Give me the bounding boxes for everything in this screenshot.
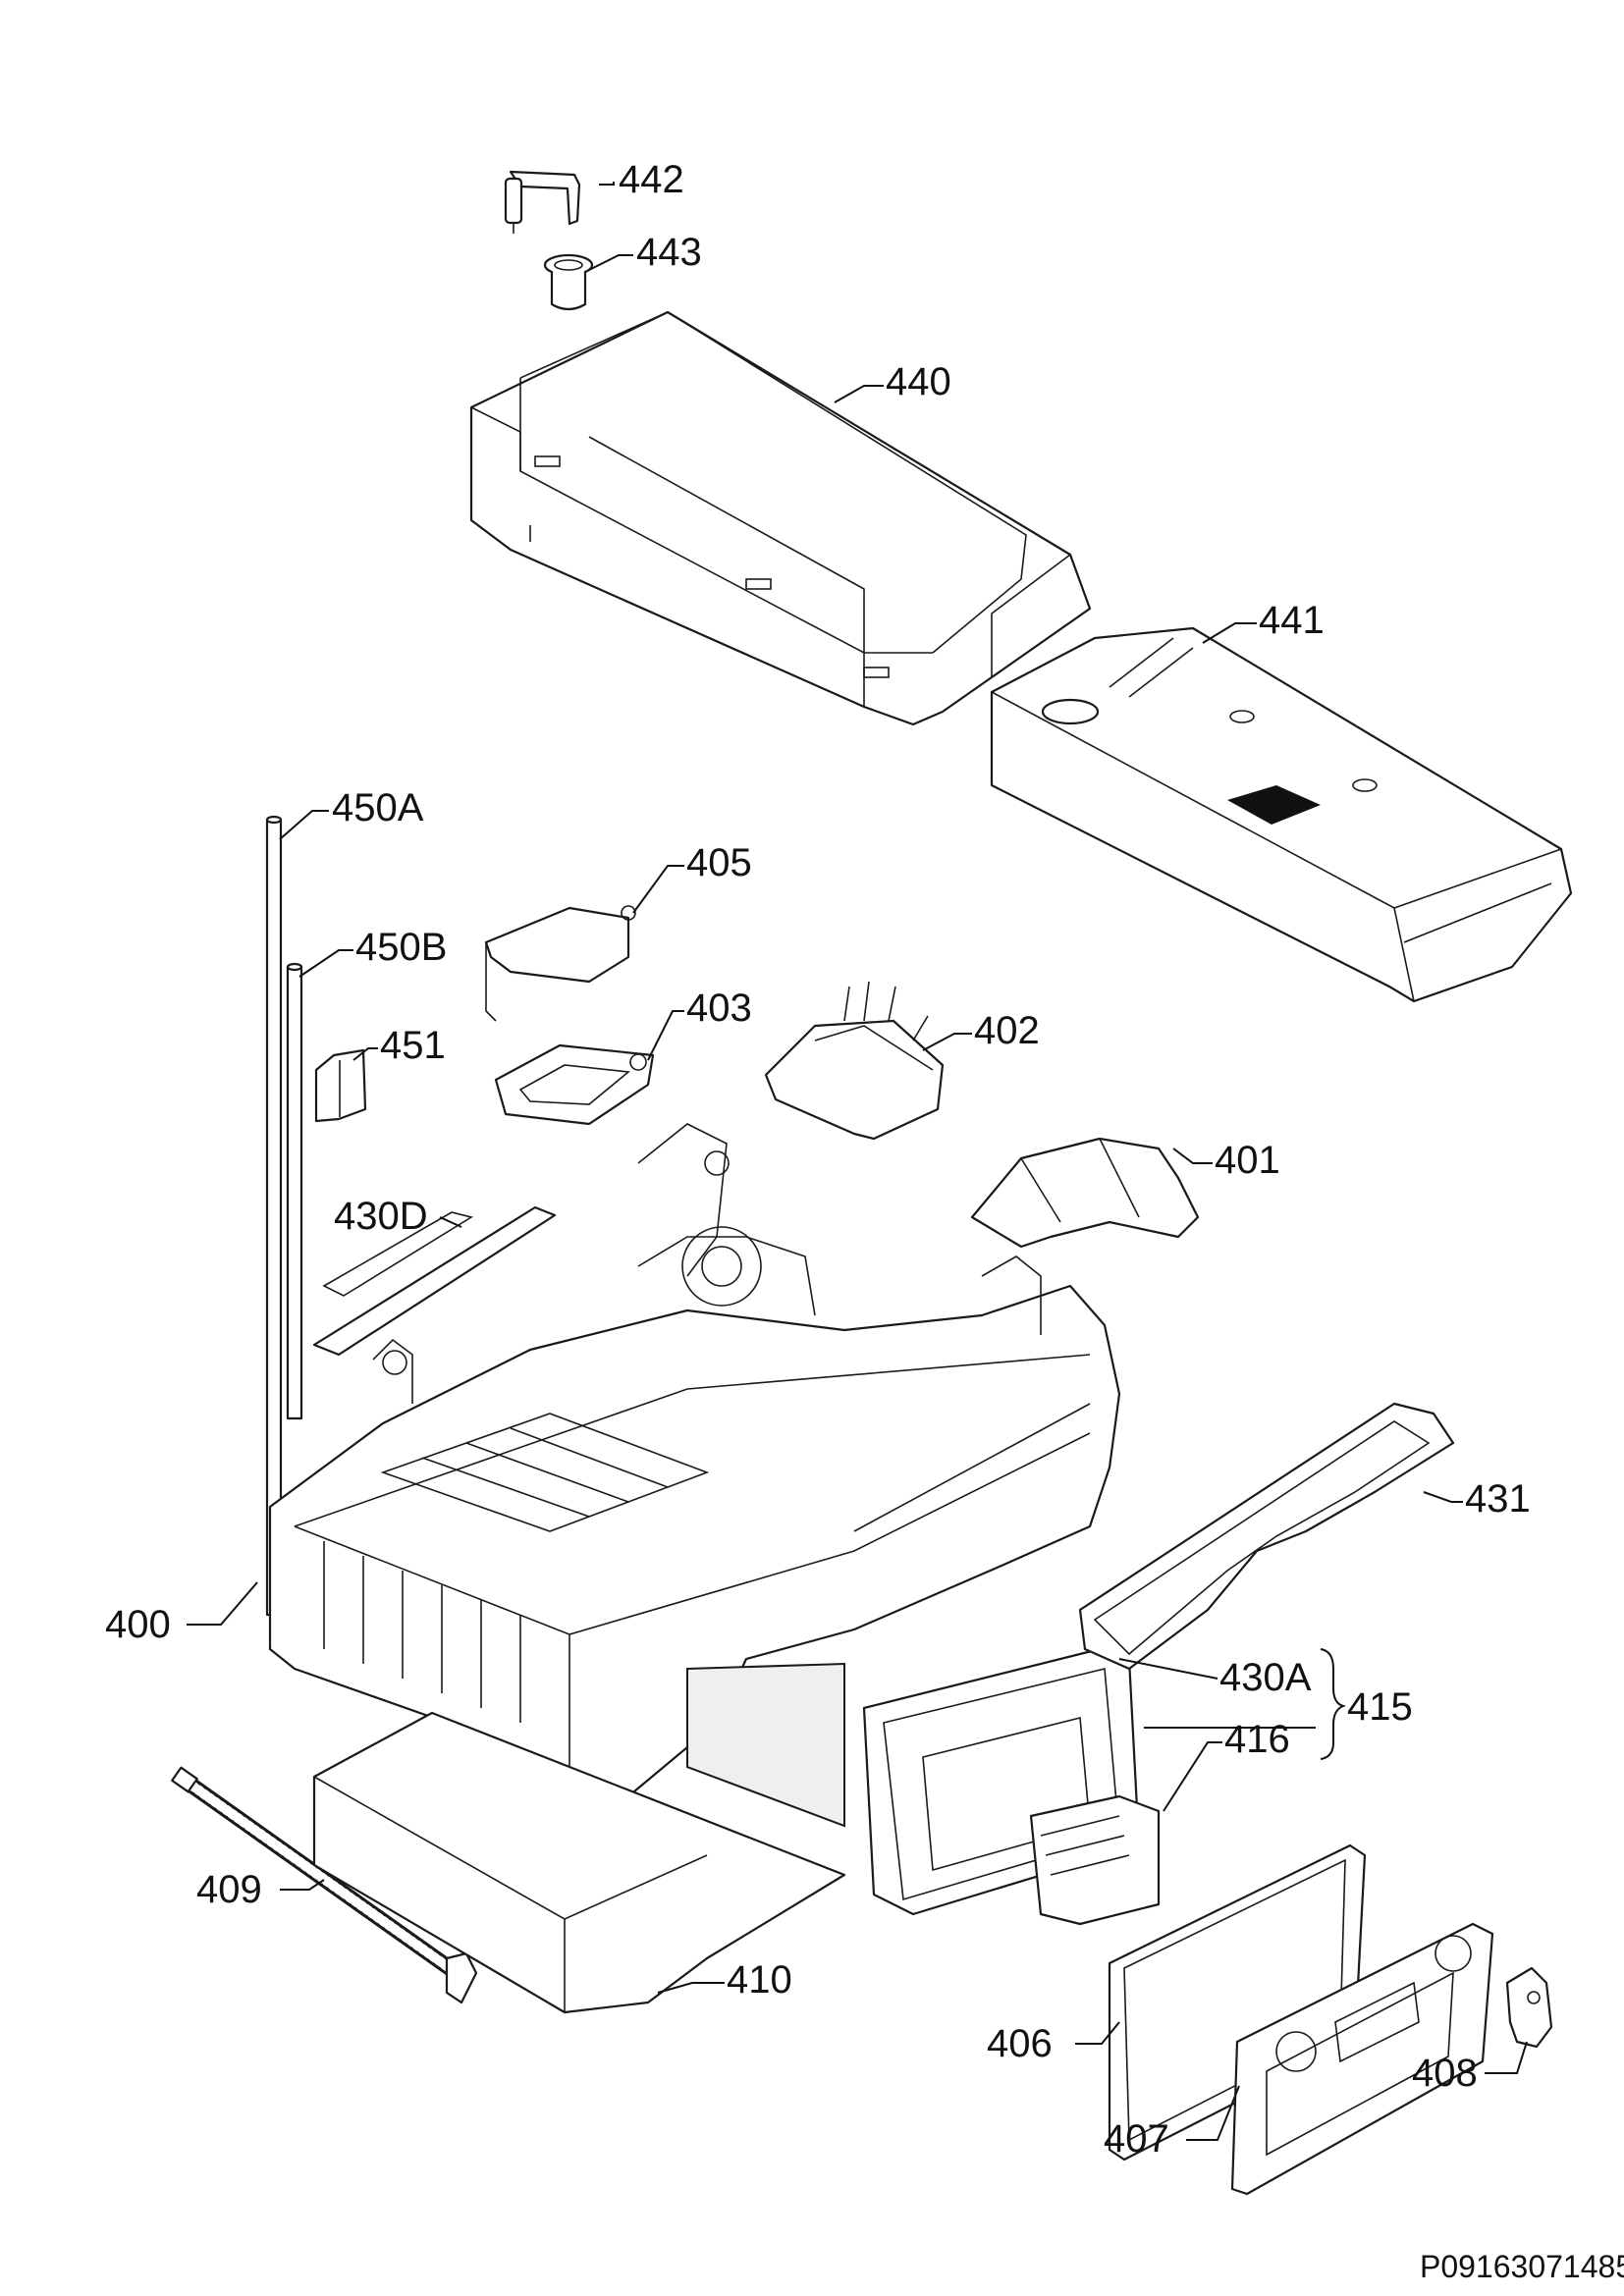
leader-441 [1202,622,1257,644]
leader-405 [632,865,684,914]
leader-443 [588,254,633,271]
callout-409: 409 [196,1868,262,1911]
part-407-door [1230,1922,1494,2196]
callout-400: 400 [105,1603,171,1646]
callout-407: 407 [1104,2117,1169,2161]
leader-410 [657,1982,725,1994]
part-443-grommet [543,253,594,311]
leader-400 [187,1581,258,1626]
part-409-hose [171,1766,478,2004]
callout-401: 401 [1215,1139,1280,1182]
part-405-cover [484,905,636,1022]
part-431-gasket [1078,1402,1455,1671]
part-440-upper-housing [469,310,1092,726]
callout-402: 402 [974,1009,1040,1052]
callout-431: 431 [1465,1477,1531,1521]
callout-410: 410 [727,1958,792,2002]
leader-lines [187,182,1528,2141]
part-410-base-plate [312,1711,846,2014]
part-430D-seal-strip [312,1205,557,1357]
part-416-filter-insert [1029,1794,1161,1926]
bracket-415 [1320,1648,1347,1760]
callout-403: 403 [686,987,752,1030]
callout-443: 443 [636,231,702,274]
callout-415: 415 [1347,1685,1413,1729]
part-450B-rod [286,962,303,1420]
part-401-air-duct [970,1137,1200,1249]
callout-408: 408 [1412,2052,1478,2095]
leader-430A [1118,1658,1218,1680]
leader-406 [1075,2021,1120,2045]
leader-407 [1186,2085,1240,2141]
leader-403 [647,1010,684,1061]
callout-450B: 450B [355,926,447,969]
callout-451: 451 [380,1024,446,1067]
callout-430A: 430A [1219,1656,1312,1699]
callout-416: 416 [1224,1718,1290,1761]
leader-450A [279,810,329,840]
document-code: P09163071485 [1420,2249,1624,2284]
callout-labels: 442 443 440 441 450A 450B 405 403 402 45… [105,158,1531,2161]
part-441-water-reservoir [990,626,1573,1003]
leader-450B [298,949,353,978]
callout-440: 440 [886,360,951,403]
leader-409 [280,1879,325,1891]
leader-442 [599,182,615,186]
leader-401 [1172,1148,1213,1164]
leader-408 [1485,2041,1528,2074]
callout-441: 441 [1259,599,1325,642]
leader-451 [352,1047,378,1061]
callout-405: 405 [686,841,752,884]
part-403-module-holder [494,1043,655,1126]
part-402-duct-cover [764,981,945,1141]
callout-442: 442 [619,158,684,201]
leader-416 [1163,1741,1222,1812]
part-450A-rod [265,815,283,1617]
callout-406: 406 [987,2022,1053,2065]
leader-402 [922,1033,972,1051]
part-451-clip [314,1048,367,1123]
part-442-bracket [504,170,581,234]
callout-430D: 430D [334,1195,428,1238]
leader-430D [439,1216,462,1228]
part-408-handle [1505,1966,1553,2049]
leader-440 [834,385,884,403]
leader-431 [1423,1491,1463,1503]
callout-450A: 450A [332,786,424,829]
